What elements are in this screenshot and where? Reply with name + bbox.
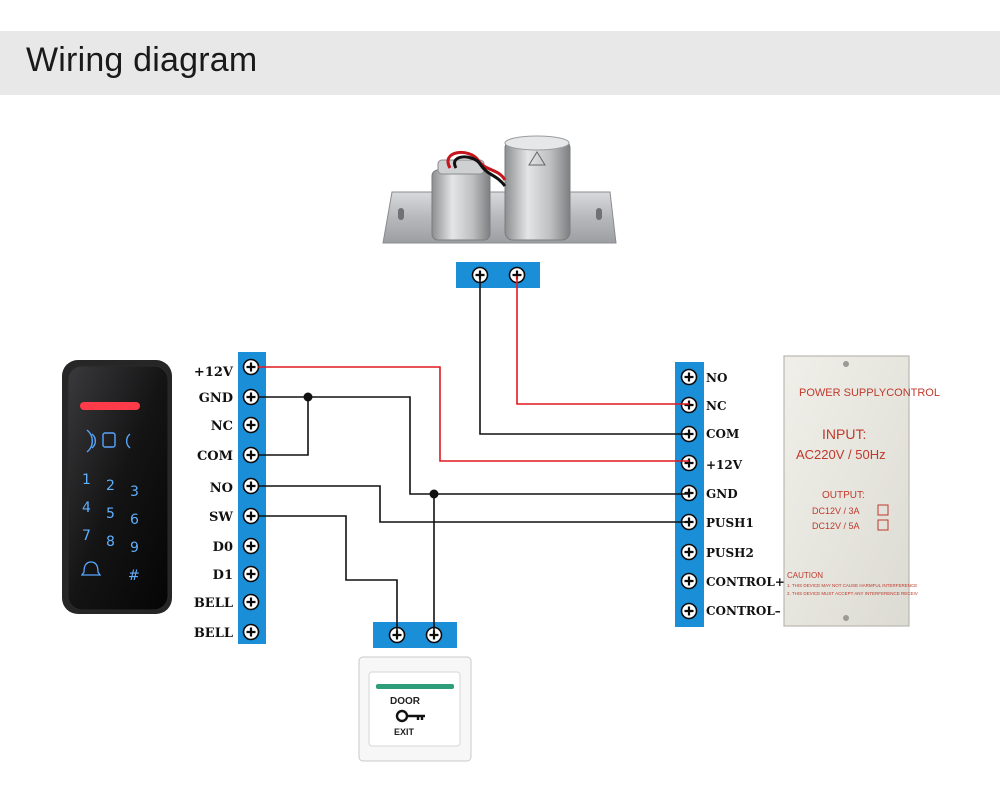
junction-dot bbox=[429, 489, 439, 499]
wire-red-lock-nc bbox=[516, 276, 689, 405]
keypad-digit: 4 bbox=[82, 500, 91, 516]
psu-terminal-label: PUSH2 bbox=[706, 546, 754, 560]
psu-output-label: OUTPUT: bbox=[822, 490, 865, 501]
reader-terminal-label: BELL bbox=[194, 626, 233, 641]
reader-terminal-label: NC bbox=[211, 419, 233, 434]
psu-caution: CAUTION bbox=[787, 571, 823, 580]
exit-terminal-strip bbox=[373, 622, 457, 648]
screw-terminal-icon bbox=[242, 565, 260, 583]
screw-terminal-icon bbox=[242, 388, 260, 406]
psu-output-2: DC12V / 5A bbox=[812, 521, 860, 531]
wire-red-12v bbox=[258, 366, 689, 462]
key-icon bbox=[395, 709, 425, 723]
psu-brand: POWER SUPPLYCONTROL bbox=[799, 387, 940, 399]
reader-terminal-label: COM bbox=[197, 449, 233, 464]
screw-terminal-icon bbox=[680, 396, 698, 414]
page-title: Wiring diagram bbox=[26, 41, 258, 79]
keypad-digit: 8 bbox=[106, 534, 115, 550]
screw-terminal-icon bbox=[242, 477, 260, 495]
rfid-icon bbox=[86, 429, 131, 453]
junction-dot bbox=[303, 392, 313, 402]
psu-terminal-label: NC bbox=[706, 399, 727, 413]
psu-terminal-label: CONTROL– bbox=[706, 604, 781, 618]
wire-black-com-bridge bbox=[258, 397, 309, 456]
wire-black-push1 bbox=[258, 485, 689, 523]
reader-terminal-label: SW bbox=[209, 510, 233, 525]
status-led bbox=[80, 402, 140, 410]
keypad-digit: 5 bbox=[106, 506, 115, 522]
screw-terminal-icon bbox=[242, 623, 260, 641]
screw-terminal-icon bbox=[680, 454, 698, 472]
exit-button-label: DOOR bbox=[390, 696, 421, 707]
screw-terminal-icon bbox=[680, 543, 698, 561]
electric-bolt-lock bbox=[382, 135, 617, 244]
psu-terminal-label: +12V bbox=[706, 458, 743, 472]
keypad-digit: 9 bbox=[130, 540, 139, 556]
header-bar: Wiring diagram bbox=[0, 31, 1000, 95]
reader-terminal-label: D1 bbox=[213, 568, 233, 583]
reader-terminal-label: NO bbox=[210, 481, 233, 496]
exit-button-device: DOOR EXIT bbox=[358, 656, 472, 762]
access-keypad: 1 2 3 4 5 6 7 8 9 # bbox=[62, 360, 172, 614]
reader-terminal-label: BELL bbox=[194, 596, 233, 611]
wire-black-gnd bbox=[258, 396, 689, 495]
psu-terminal-label: CONTROL+ bbox=[706, 575, 785, 589]
psu-terminal-label: COM bbox=[706, 427, 739, 441]
screw-terminal-icon bbox=[680, 572, 698, 590]
psu-caution-line: 1. THIS DEVICE MAY NOT CAUSE HARMFUL INT… bbox=[787, 583, 917, 588]
screw-terminal-icon bbox=[680, 484, 698, 502]
screw-terminal-icon bbox=[242, 416, 260, 434]
psu-input-value: AC220V / 50Hz bbox=[796, 447, 886, 462]
screw-terminal-icon bbox=[471, 266, 489, 284]
wires bbox=[258, 276, 689, 635]
psu-terminal-label: GND bbox=[706, 487, 738, 501]
reader-terminal-label: D0 bbox=[213, 540, 233, 555]
keypad-digit: 7 bbox=[82, 528, 91, 544]
reader-terminal-label: +12V bbox=[194, 365, 234, 380]
keypad-digit: 6 bbox=[130, 512, 139, 528]
bell-icon bbox=[80, 561, 102, 576]
exit-button-label: EXIT bbox=[394, 727, 415, 737]
reader-terminal-screws bbox=[242, 358, 260, 641]
keypad-digit: 3 bbox=[130, 484, 139, 500]
screw-terminal-icon bbox=[242, 507, 260, 525]
keypad-digit: 2 bbox=[106, 478, 115, 494]
wire-black-lock-com bbox=[479, 276, 689, 435]
screw-terminal-icon bbox=[680, 368, 698, 386]
wire-black-sw-exit bbox=[258, 515, 398, 635]
power-supply-unit: POWER SUPPLYCONTROL INPUT: AC220V / 50Hz… bbox=[783, 355, 940, 627]
psu-input-label: INPUT: bbox=[822, 426, 866, 442]
keypad-digit: 1 bbox=[82, 472, 91, 488]
screw-terminal-icon bbox=[242, 537, 260, 555]
screw-terminal-icon bbox=[242, 358, 260, 376]
screw-terminal-icon bbox=[680, 602, 698, 620]
lock-terminal-strip bbox=[456, 262, 540, 288]
screw-terminal-icon bbox=[242, 593, 260, 611]
psu-output-1: DC12V / 3A bbox=[812, 506, 860, 516]
screw-terminal-icon bbox=[242, 446, 260, 464]
keypad-digit: # bbox=[128, 568, 140, 584]
reader-terminal-label: GND bbox=[199, 391, 233, 406]
psu-caution-line: 2. THIS DEVICE MUST ACCEPT ANY INTERFERE… bbox=[787, 591, 918, 596]
psu-terminal-label: NO bbox=[706, 371, 727, 385]
psu-terminal-label: PUSH1 bbox=[706, 516, 754, 530]
